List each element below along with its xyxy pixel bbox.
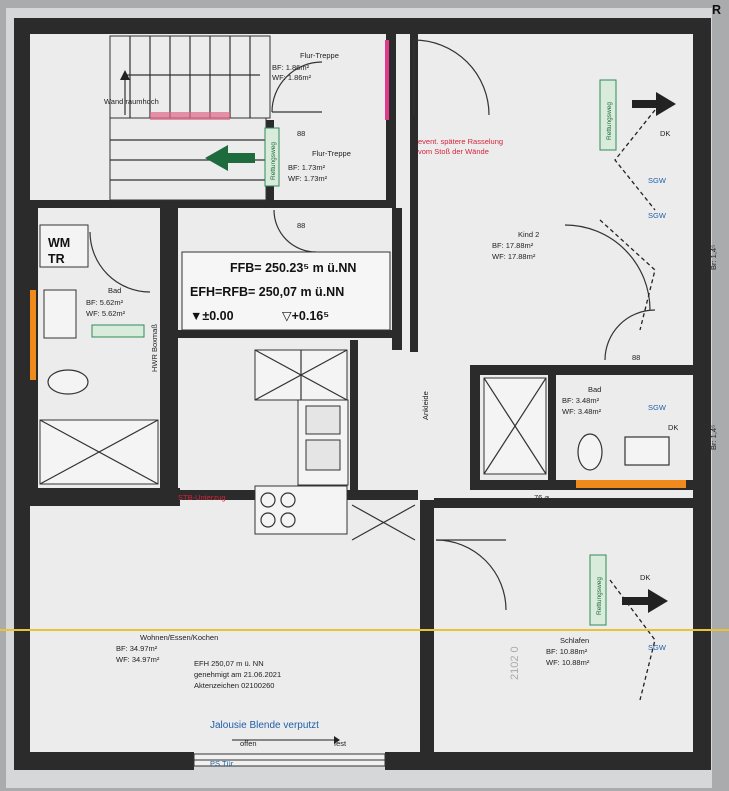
label-red-note-2: vom Stoß der Wände bbox=[418, 147, 489, 156]
stair-lower-label: Flur-Treppe BF: 1.73m² WF: 1.73m² bbox=[288, 149, 351, 183]
approval-date: genehmigt am 21.06.2021 bbox=[194, 670, 281, 679]
bath-left-name: Bad bbox=[108, 286, 121, 295]
bedroom-bf: BF: 10.88m² bbox=[546, 647, 588, 656]
label-dk-2: DK bbox=[668, 423, 678, 432]
bath-right-label: Bad BF: 3.48m² WF: 3.48m² bbox=[562, 385, 602, 416]
level-ffb: FFB= 250.23⁵ m ü.NN bbox=[230, 261, 356, 275]
label-door-88-3: 88 bbox=[632, 353, 640, 362]
living-name: Wohnen/Essen/Kochen bbox=[140, 633, 218, 642]
label-hwr: HWR Boxmaß bbox=[150, 324, 159, 372]
stair-upper-wf: WF: 1.86m² bbox=[272, 73, 312, 82]
level-zero: ▼±0.00 bbox=[190, 309, 234, 323]
bath-right-wf: WF: 3.48m² bbox=[562, 407, 602, 416]
bath-right-bf: BF: 3.48m² bbox=[562, 396, 600, 405]
stair-lower-wf: WF: 1.73m² bbox=[288, 174, 328, 183]
label-tr: TR bbox=[48, 252, 65, 266]
label-sgw-4: SGW bbox=[648, 643, 667, 652]
wall-marker-orange-right bbox=[576, 480, 686, 488]
kind2-label: Kind 2 BF: 17.88m² WF: 17.88m² bbox=[492, 230, 539, 261]
living-label: Wohnen/Essen/Kochen BF: 34.97m² WF: 34.9… bbox=[116, 633, 218, 664]
dk-window-arrows bbox=[622, 92, 676, 613]
kind2-wf: WF: 17.88m² bbox=[492, 252, 536, 261]
rettungsweg-markers bbox=[264, 79, 617, 626]
label-wm: WM bbox=[48, 236, 70, 250]
levels-box: FFB= 250.23⁵ m ü.NN EFH=RFB= 250,07 m ü.… bbox=[181, 251, 391, 331]
label-ps-tue: PS Tür bbox=[210, 759, 234, 768]
bedroom-label: Schlafen BF: 10.88m² WF: 10.88m² bbox=[546, 636, 590, 667]
label-door-88-2: 88 bbox=[297, 221, 305, 230]
label-rettungsweg-1: Rettungsweg bbox=[606, 102, 613, 140]
label-sgw-1: SGW bbox=[648, 176, 667, 185]
wall-marker-magenta bbox=[385, 40, 389, 120]
stair-upper-bf: BF: 1.86m² bbox=[272, 63, 310, 72]
label-floor-num: 2102 0 bbox=[509, 646, 521, 680]
label-ankleide: Ankleide bbox=[421, 391, 430, 420]
label-dk-3: DK bbox=[640, 573, 650, 582]
label-rettungsweg-3: Rettungsweg bbox=[596, 577, 603, 615]
label-offen: offen bbox=[240, 739, 257, 748]
outer-walls bbox=[14, 18, 711, 770]
label-corner: R bbox=[712, 3, 721, 17]
bath-left-label: Bad BF: 5.62m² WF: 5.62m² bbox=[86, 286, 126, 318]
room-floors bbox=[28, 32, 698, 762]
label-door-88-1: 88 bbox=[297, 129, 305, 138]
kind2-name: Kind 2 bbox=[518, 230, 539, 239]
label-fest: fest bbox=[334, 739, 347, 748]
living-bf: BF: 34.97m² bbox=[116, 644, 158, 653]
approval-stamp: EFH 250,07 m ü. NN genehmigt am 21.06.20… bbox=[194, 659, 281, 690]
left-bath-fixtures bbox=[39, 224, 159, 485]
door-swings bbox=[89, 39, 656, 611]
bath-right-name: Bad bbox=[588, 385, 601, 394]
label-jalousie: Jalousie Blende verputzt bbox=[210, 720, 319, 731]
approval-efh: EFH 250,07 m ü. NN bbox=[194, 659, 264, 668]
stair-direction-arrow bbox=[205, 145, 255, 171]
stair-upper-name: Flur-Treppe bbox=[300, 51, 339, 60]
bath-left-bf: BF: 5.62m² bbox=[86, 298, 124, 307]
label-wand: Wand raumhoch bbox=[104, 97, 159, 106]
level-efh: EFH=RFB= 250,07 m ü.NN bbox=[190, 285, 344, 299]
level-plus: ▽+0.16⁵ bbox=[282, 309, 329, 323]
bath-left-wf: WF: 5.62m² bbox=[86, 309, 126, 318]
kind2-bf: BF: 17.88m² bbox=[492, 241, 534, 250]
label-side-2: Br: 1,4⁵ bbox=[709, 425, 718, 450]
bedroom-name: Schlafen bbox=[560, 636, 589, 645]
label-sgw-3: SGW bbox=[648, 403, 667, 412]
bottom-window bbox=[193, 753, 386, 767]
label-dim-76: 76 ⌀ bbox=[534, 493, 549, 502]
jalousie-arrow-head bbox=[334, 736, 340, 744]
kitchen bbox=[254, 349, 416, 541]
label-red-note-1: event. spätere Rasselung bbox=[418, 137, 503, 146]
stair-lower-bf: BF: 1.73m² bbox=[288, 163, 326, 172]
right-bath-fixtures bbox=[483, 377, 670, 475]
living-wf: WF: 34.97m² bbox=[116, 655, 160, 664]
label-stb: STB-Unterzug bbox=[178, 493, 226, 502]
stair-upper-label: Flur-Treppe BF: 1.86m² WF: 1.86m² bbox=[272, 51, 339, 82]
label-side-1: Br: 1,4⁵ bbox=[709, 245, 718, 270]
bedroom-wf: WF: 10.88m² bbox=[546, 658, 590, 667]
approval-file: Aktenzeichen 02100260 bbox=[194, 681, 274, 690]
label-rettungsweg-2: Rettungsweg bbox=[270, 142, 277, 180]
label-dk-1: DK bbox=[660, 129, 670, 138]
label-sgw-2: SGW bbox=[648, 211, 667, 220]
stair-lower-name: Flur-Treppe bbox=[312, 149, 351, 158]
wall-marker-orange-left bbox=[30, 290, 36, 380]
